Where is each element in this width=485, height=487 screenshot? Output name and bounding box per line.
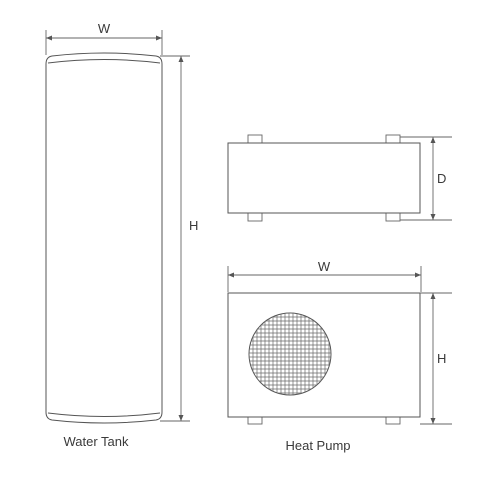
heat-pump-depth-label: D [437, 171, 446, 186]
heat-pump-height-label: H [437, 351, 446, 366]
heat-pump-top-view: D [227, 134, 452, 222]
heat-pump-width-arrow-left [228, 272, 234, 278]
heat-pump-depth-arrow-top [430, 137, 436, 143]
water-tank-top-band [47, 59, 161, 64]
water-tank-width-arrow-left [46, 35, 52, 41]
heat-pump-fan-grille [248, 312, 332, 396]
water-tank-height-arrow-top [178, 56, 184, 62]
heat-pump-caption: Heat Pump [285, 438, 350, 453]
heat-pump-top-foot [385, 134, 401, 144]
water-tank-group: W H Water Tank [45, 21, 198, 449]
heat-pump-top-foot [247, 134, 263, 144]
heat-pump-front-view: W H Heat Pump [227, 259, 452, 453]
water-tank-height-label: H [189, 218, 198, 233]
heat-pump-width-arrow-right [415, 272, 421, 278]
heat-pump-depth-arrow-bottom [430, 214, 436, 220]
heat-pump-top-body [227, 142, 421, 214]
water-tank-width-label: W [98, 21, 111, 36]
heat-pump-top-foot [247, 212, 263, 222]
water-tank-caption: Water Tank [63, 434, 129, 449]
heat-pump-front-foot [247, 416, 263, 425]
heat-pump-width-label: W [318, 259, 331, 274]
water-tank-height-arrow-bottom [178, 415, 184, 421]
water-tank-width-arrow-right [156, 35, 162, 41]
heat-pump-front-foot [385, 416, 401, 425]
heat-pump-height-arrow-top [430, 293, 436, 299]
water-tank-body [45, 52, 163, 424]
water-tank-bottom-band [47, 412, 161, 417]
heat-pump-height-arrow-bottom [430, 418, 436, 424]
heat-pump-top-foot [385, 212, 401, 222]
